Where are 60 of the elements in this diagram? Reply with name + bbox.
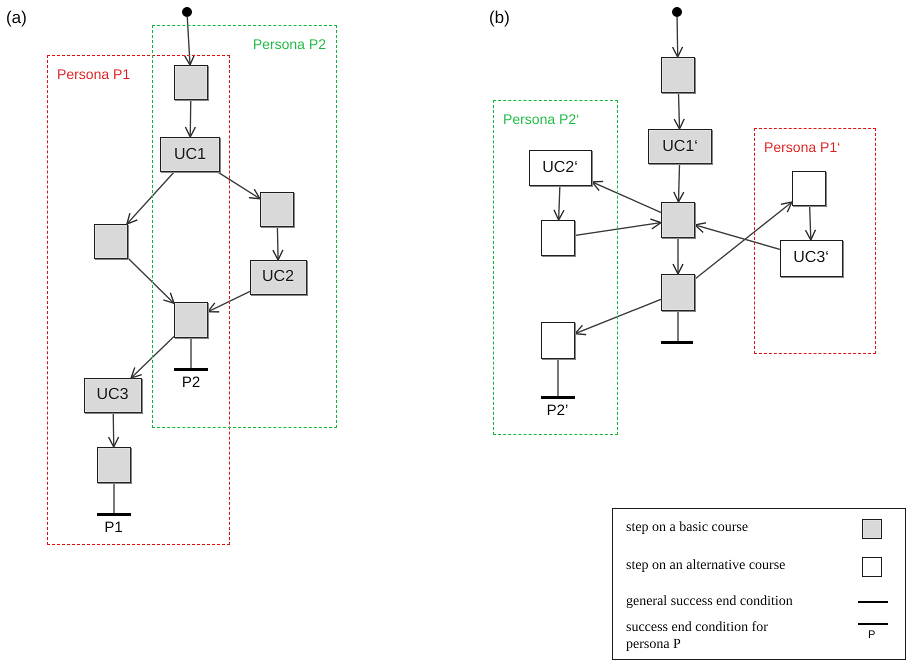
arrow xyxy=(591,180,662,214)
basic-step-box xyxy=(96,446,130,482)
alternative-step-box xyxy=(540,220,574,256)
arrow xyxy=(574,298,662,336)
basic-step-box: UC2 xyxy=(250,260,306,294)
connector-line xyxy=(113,483,115,513)
persona-label: Persona P1 xyxy=(57,66,130,82)
legend-text: step on an alternative course xyxy=(626,557,786,574)
legend-text: step on a basic course xyxy=(626,519,750,536)
arrow xyxy=(126,172,175,225)
arrow xyxy=(184,100,196,138)
alternative-step-box: UC3‘ xyxy=(780,240,842,276)
alternative-step-box: UC2‘ xyxy=(528,150,592,186)
arrow xyxy=(553,186,565,221)
persona-region xyxy=(493,100,618,435)
persona-label: Persona P2‘ xyxy=(503,111,580,127)
basic-step-box xyxy=(260,192,294,226)
persona-label: Persona P1‘ xyxy=(764,139,840,155)
panel-label: (b) xyxy=(489,8,510,28)
alternative-step-box xyxy=(792,170,826,206)
arrow xyxy=(130,336,174,379)
arrow xyxy=(272,226,284,261)
arrow xyxy=(694,201,793,280)
arrow xyxy=(574,218,662,236)
arrow xyxy=(804,206,816,241)
basic-step-box xyxy=(661,274,695,311)
connector-line xyxy=(190,338,192,368)
legend-text: success end condition for persona P xyxy=(626,619,769,653)
basic-step-box xyxy=(94,224,128,258)
sample-label: P xyxy=(868,629,876,641)
basic-step-box xyxy=(661,57,695,93)
end-condition-label: P2’ xyxy=(546,402,568,420)
basic-step-box: UC1‘ xyxy=(648,129,712,164)
persona-label: Persona P2 xyxy=(252,36,326,52)
panel-label: (a) xyxy=(6,8,27,28)
end-condition-label: P2 xyxy=(182,374,200,392)
basic-step-box xyxy=(174,65,208,100)
start-dot xyxy=(182,7,192,17)
arrow xyxy=(694,222,780,250)
arrow xyxy=(108,412,120,448)
end-condition-label: P1 xyxy=(104,518,123,536)
legend-text: general success end condition xyxy=(626,593,794,610)
basic-step-box xyxy=(661,202,695,238)
basic-step-box: UC3 xyxy=(84,378,142,412)
basic-step-box: UC1 xyxy=(160,137,220,172)
connector-line xyxy=(677,311,679,341)
arrow xyxy=(217,171,261,200)
arrow xyxy=(674,92,685,130)
arrow xyxy=(128,258,175,304)
connector-line xyxy=(557,359,559,396)
arrow xyxy=(673,164,684,203)
alternative-step-box xyxy=(540,322,574,358)
arrow xyxy=(672,238,684,275)
start-dot xyxy=(672,7,682,17)
arrow xyxy=(207,290,250,313)
arrow xyxy=(672,16,684,58)
arrow xyxy=(184,16,196,66)
basic-step-box xyxy=(174,302,208,338)
persona-region xyxy=(47,55,230,545)
persona-region xyxy=(754,128,876,354)
